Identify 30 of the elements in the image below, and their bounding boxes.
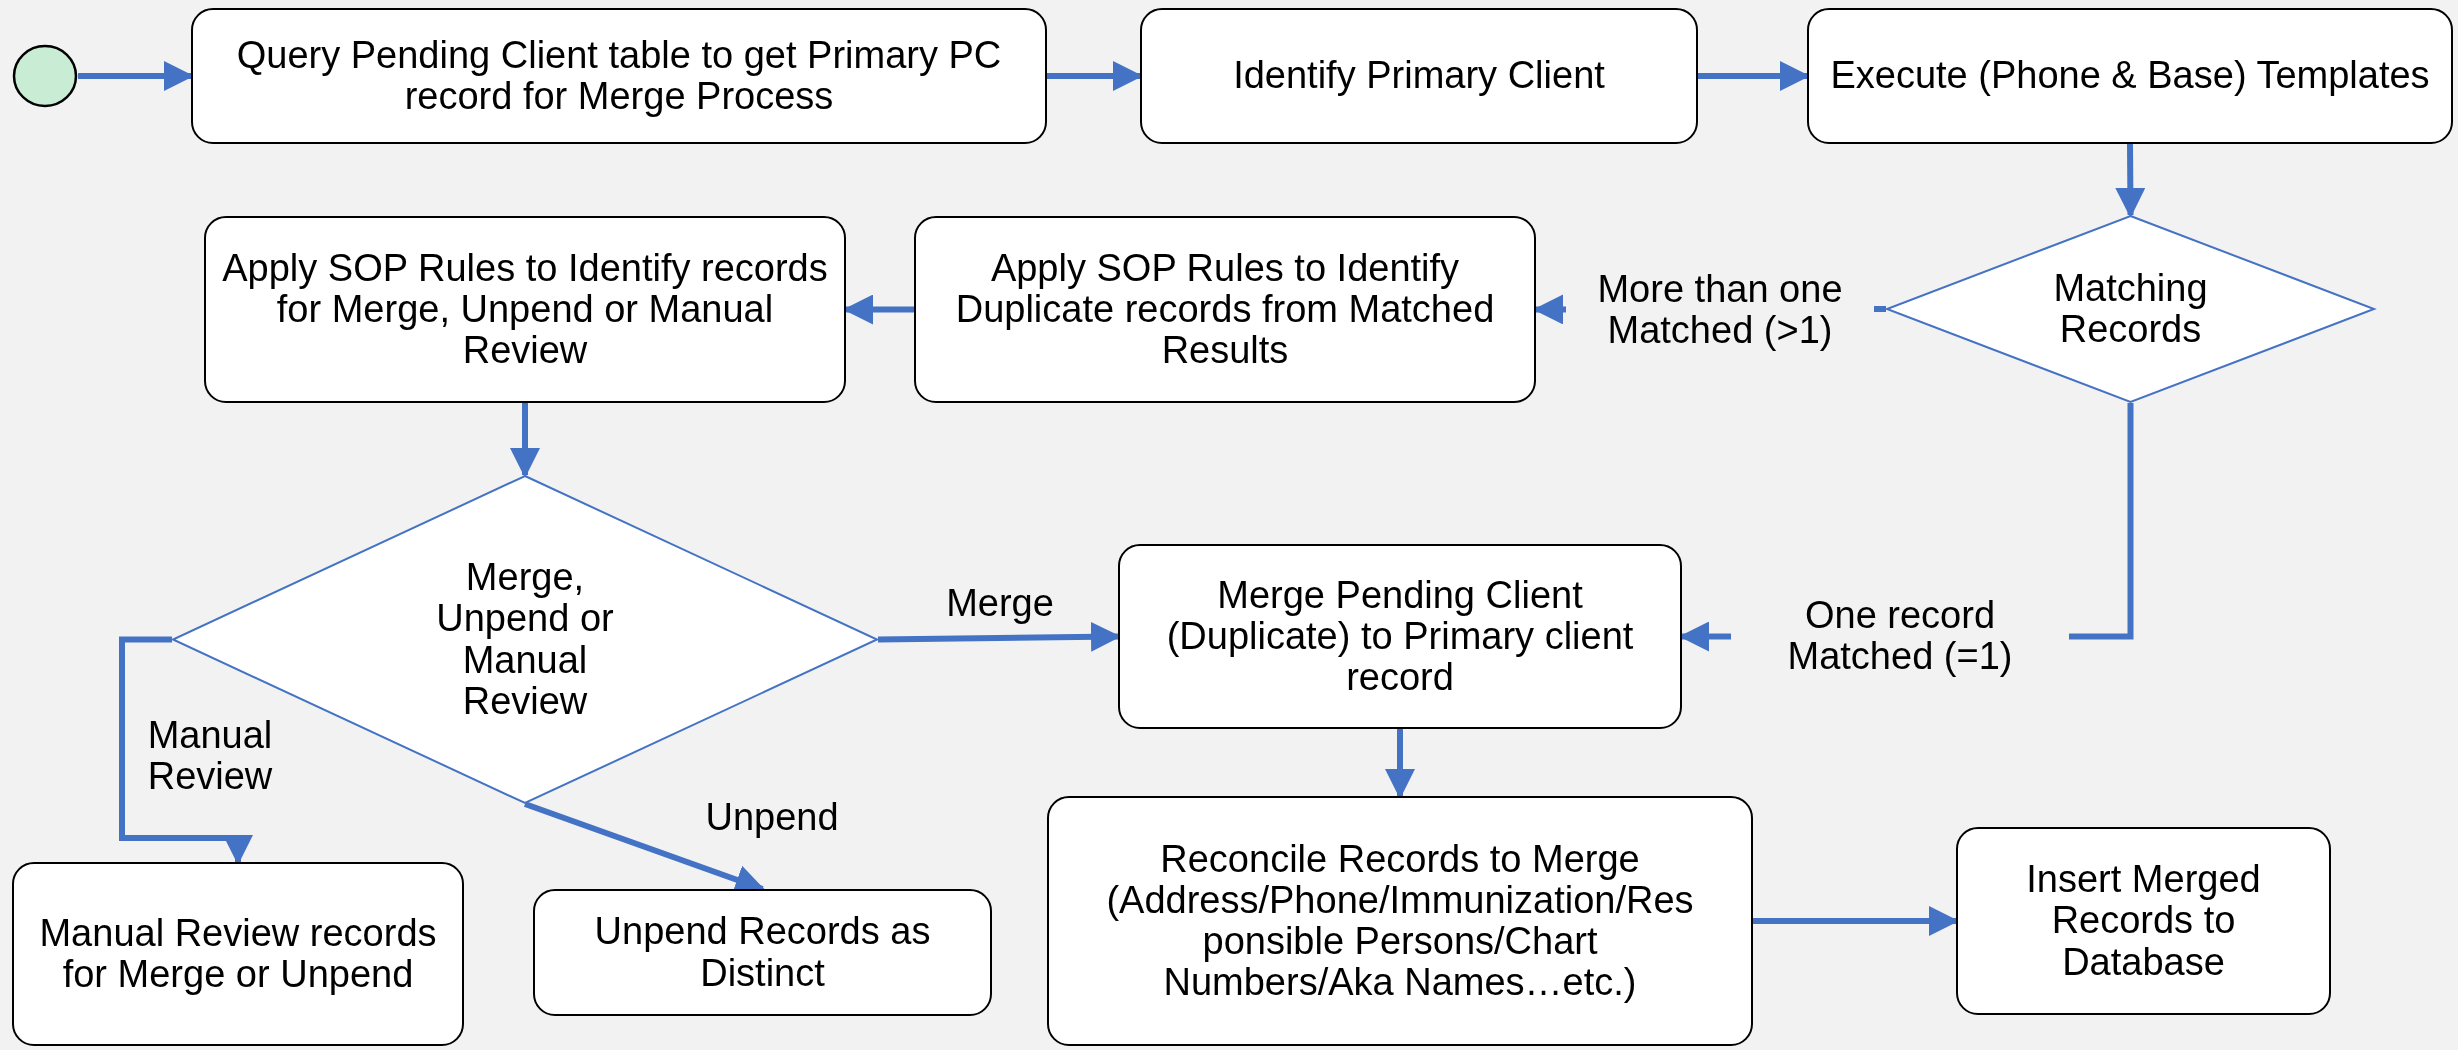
node-text: Identify Primary Client [1233, 55, 1605, 97]
node-text: Reconcile Records to Merge (Address/Phone/Immunization/Responsible Persons/Chart Numbers/Aka Names…etc.) [1105, 838, 1695, 1004]
process-box [1118, 544, 1682, 729]
node-text: Apply SOP Rules to Identify records for Merge, Unpend or Manual Review [221, 247, 829, 372]
process-box [533, 889, 992, 1016]
process-box [204, 216, 846, 403]
node-text: Apply SOP Rules to Identify Duplicate records from Matched Results [954, 247, 1496, 372]
node-text: Query Pending Client table to get Primary PC record for Merge Process [235, 34, 1003, 118]
node-text: Insert Merged Records to Database [2025, 859, 2262, 983]
edge-label: Unpend [704, 797, 840, 839]
arrow [2115, 143, 2146, 218]
node-text: Merge Pending Client (Duplicate) to Primary client record [1165, 574, 1635, 699]
edge-label: Manual Review [146, 714, 274, 798]
start-circle [12, 44, 78, 108]
arrow [510, 403, 540, 478]
process-box [1047, 796, 1753, 1046]
node-text: Matching Records [2052, 267, 2209, 351]
node-text: Merge, Unpend or Manual Review [435, 557, 615, 722]
arrow [1385, 729, 1415, 799]
process-box [1956, 827, 2331, 1015]
node-text: Unpend Records as Distinct [593, 911, 932, 994]
node-text: Manual Review records for Merge or Unpend [38, 912, 438, 996]
process-box [914, 216, 1536, 403]
process-box [1807, 8, 2453, 144]
process-box [1140, 8, 1698, 144]
process-box [12, 862, 464, 1046]
node-text: Execute (Phone & Base) Templates [1830, 55, 2430, 97]
arrow [119, 636, 253, 865]
decision-diamond [1886, 215, 2375, 403]
process-box [191, 8, 1047, 144]
